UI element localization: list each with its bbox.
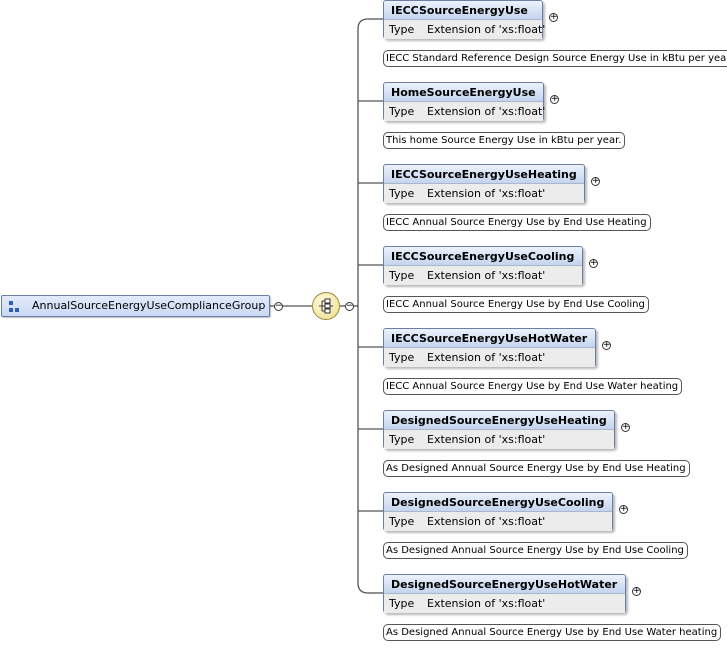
documentation-text: IECC Annual Source Energy Use by End Use… <box>386 299 645 310</box>
type-value: Extension of 'xs:float' <box>427 23 546 36</box>
type-value: Extension of 'xs:float' <box>427 105 546 118</box>
element-type-row: Type Extension of 'xs:float' <box>384 348 595 367</box>
element-name: IECCSourceEnergyUse <box>384 1 542 20</box>
element-name: DesignedSourceEnergyUseHeating <box>384 411 614 430</box>
documentation-note: IECC Annual Source Energy Use by End Use… <box>383 208 651 231</box>
documentation-text: IECC Annual Source Energy Use by End Use… <box>386 381 679 392</box>
group-collapse-toggle[interactable]: − <box>274 301 283 311</box>
sequence-icon <box>319 298 333 314</box>
documentation-text: This home Source Energy Use in kBtu per … <box>386 135 622 146</box>
element-type-row: Type Extension of 'xs:float' <box>384 430 614 449</box>
documentation-note: IECC Standard Reference Design Source En… <box>383 44 727 67</box>
documentation-text: As Designed Annual Source Energy Use by … <box>386 545 684 556</box>
element-type-row: Type Extension of 'xs:float' <box>384 594 625 613</box>
sequence-collapse-toggle[interactable]: − <box>345 301 354 311</box>
documentation-note: As Designed Annual Source Energy Use by … <box>383 454 690 477</box>
element-name: HomeSourceEnergyUse <box>384 83 543 102</box>
element-expand-toggle[interactable]: + <box>619 504 628 514</box>
documentation-note: As Designed Annual Source Energy Use by … <box>383 618 722 641</box>
type-value: Extension of 'xs:float' <box>427 433 546 446</box>
element-expand-toggle[interactable]: + <box>602 340 611 350</box>
element-name: IECCSourceEnergyUseCooling <box>384 247 582 266</box>
documentation-text: As Designed Annual Source Energy Use by … <box>386 463 686 474</box>
element-type-row: Type Extension of 'xs:float' <box>384 512 612 531</box>
type-key: Type <box>389 597 415 610</box>
type-key: Type <box>389 515 415 528</box>
documentation-text: As Designed Annual Source Energy Use by … <box>386 627 718 638</box>
documentation-note: IECC Annual Source Energy Use by End Use… <box>383 372 683 395</box>
documentation-note: This home Source Energy Use in kBtu per … <box>383 126 626 149</box>
type-key: Type <box>389 351 415 364</box>
documentation-text: IECC Annual Source Energy Use by End Use… <box>386 217 647 228</box>
type-key: Type <box>389 187 415 200</box>
documentation-text: IECC Standard Reference Design Source En… <box>386 53 727 64</box>
element-expand-toggle[interactable]: + <box>549 12 558 22</box>
group-node[interactable]: AnnualSourceEnergyUseComplianceGroup <box>1 295 270 317</box>
element-type-row: Type Extension of 'xs:float' <box>384 102 546 121</box>
type-value: Extension of 'xs:float' <box>427 515 546 528</box>
element-type-row: Type Extension of 'xs:float' <box>384 20 546 39</box>
group-icon <box>9 301 19 312</box>
element-type-row: Type Extension of 'xs:float' <box>384 266 582 285</box>
element-name: DesignedSourceEnergyUseCooling <box>384 493 612 512</box>
element-expand-toggle[interactable]: + <box>591 176 600 186</box>
type-value: Extension of 'xs:float' <box>427 351 546 364</box>
element-type-row: Type Extension of 'xs:float' <box>384 184 584 203</box>
type-key: Type <box>389 433 415 446</box>
group-name: AnnualSourceEnergyUseComplianceGroup <box>32 299 266 312</box>
element-expand-toggle[interactable]: + <box>589 258 598 268</box>
type-key: Type <box>389 105 415 118</box>
element-expand-toggle[interactable]: + <box>632 586 641 596</box>
type-key: Type <box>389 269 415 282</box>
type-value: Extension of 'xs:float' <box>427 597 546 610</box>
element-name: DesignedSourceEnergyUseHotWater <box>384 575 625 594</box>
type-value: Extension of 'xs:float' <box>427 269 546 282</box>
element-expand-toggle[interactable]: + <box>621 422 630 432</box>
documentation-note: IECC Annual Source Energy Use by End Use… <box>383 290 649 313</box>
element-name: IECCSourceEnergyUseHotWater <box>384 329 595 348</box>
documentation-note: As Designed Annual Source Energy Use by … <box>383 536 688 559</box>
type-value: Extension of 'xs:float' <box>427 187 546 200</box>
sequence-compositor[interactable] <box>312 292 340 320</box>
element-name: IECCSourceEnergyUseHeating <box>384 165 584 184</box>
element-expand-toggle[interactable]: + <box>550 94 559 104</box>
type-key: Type <box>389 23 415 36</box>
